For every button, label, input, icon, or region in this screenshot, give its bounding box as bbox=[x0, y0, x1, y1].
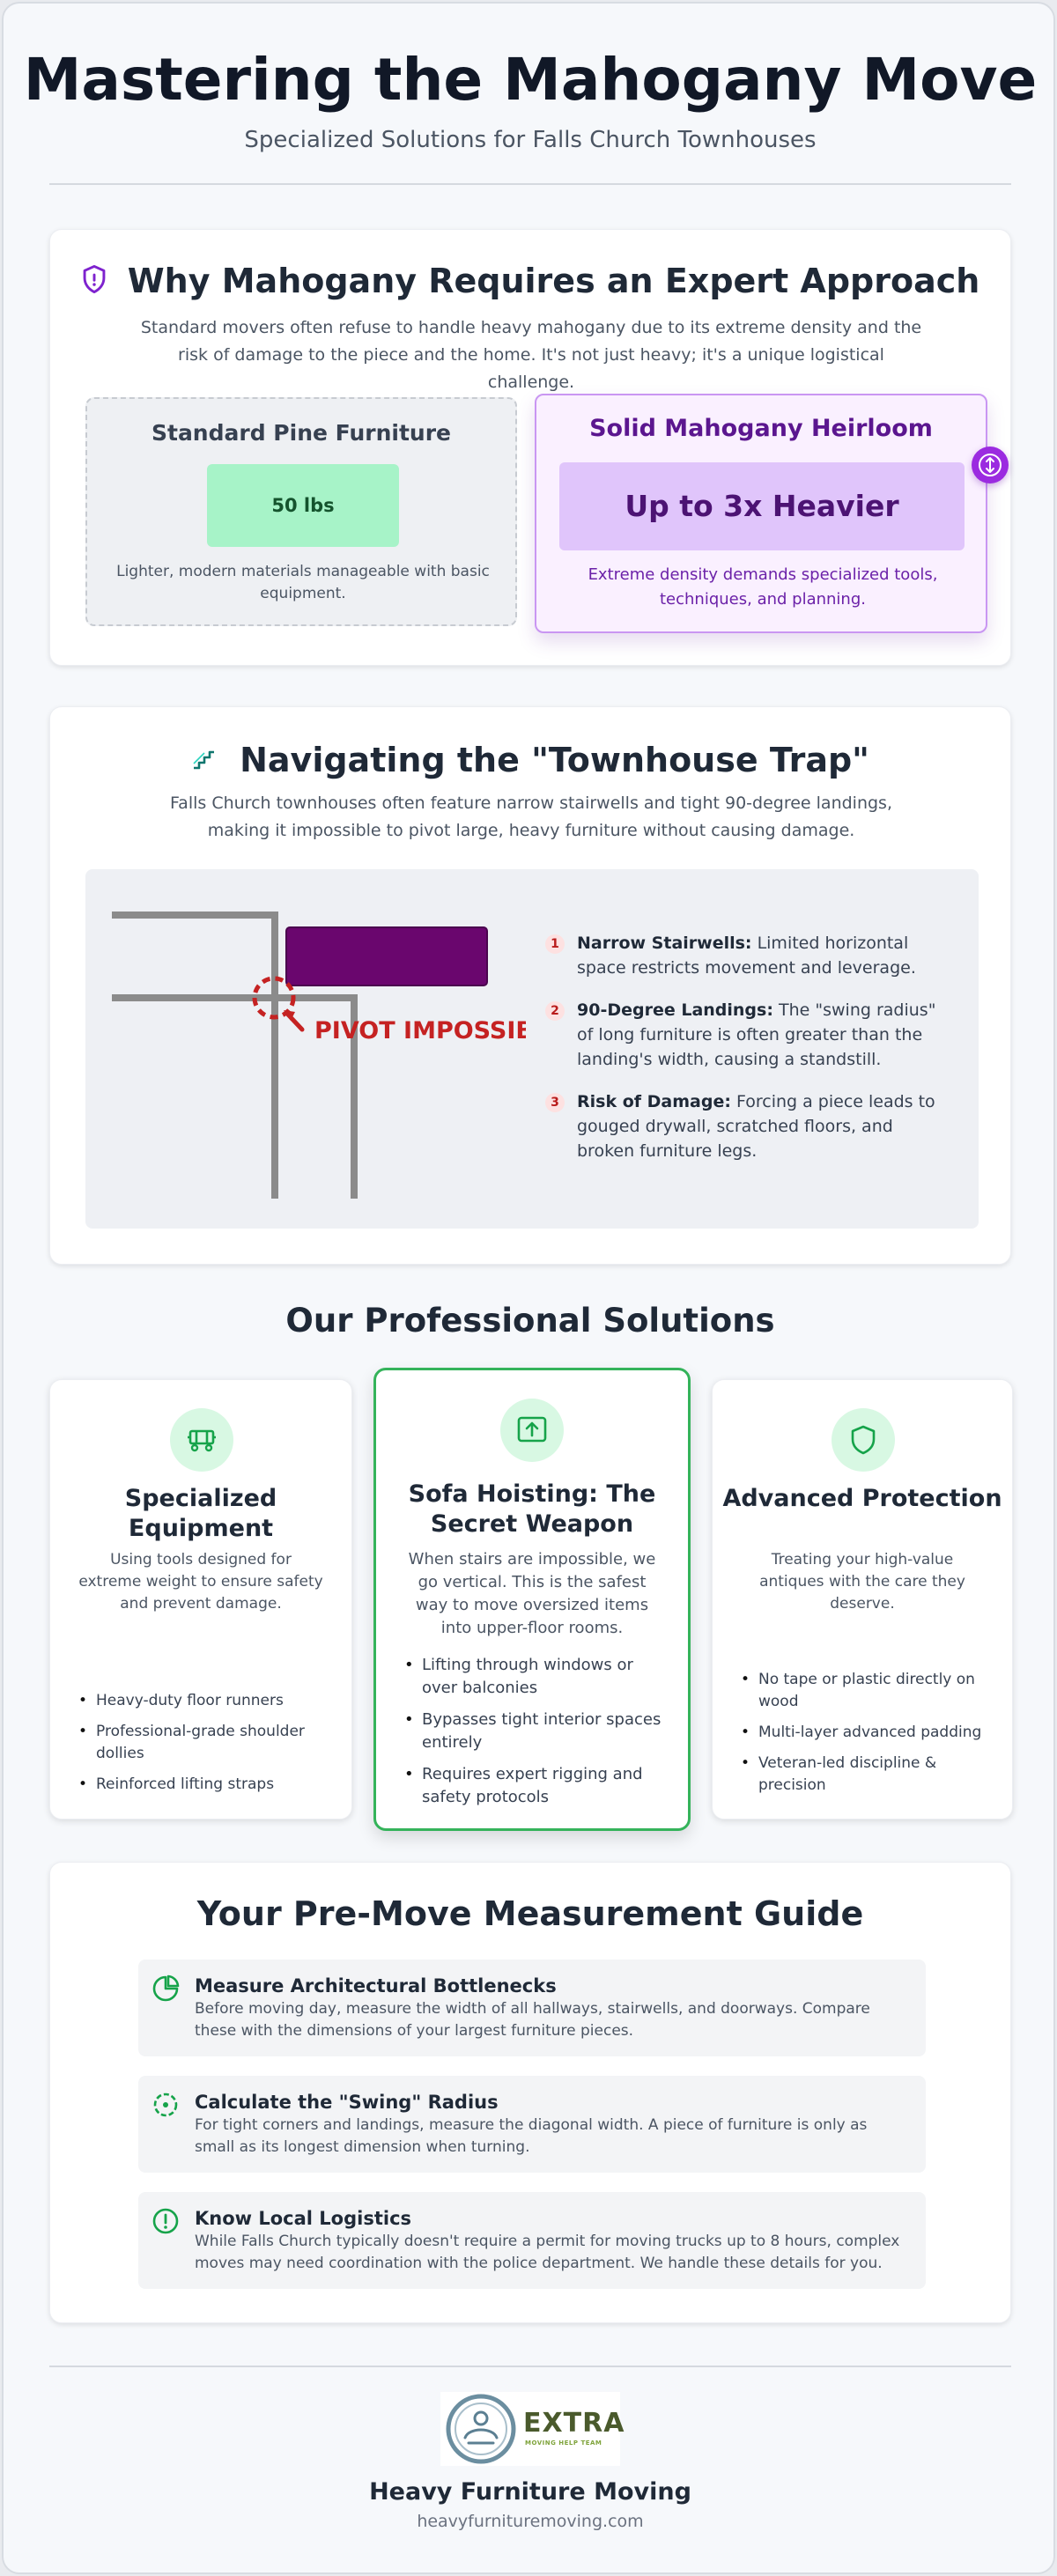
risk-title: Narrow Stairwells: bbox=[577, 934, 752, 953]
stairs-icon bbox=[191, 746, 216, 774]
solution-card-hoisting: Sofa Hoisting: The Secret Weapon When st… bbox=[373, 1368, 691, 1831]
guide-item: Calculate the "Swing" Radius For tight c… bbox=[138, 2076, 926, 2173]
logo-wordmark: EXTRA bbox=[523, 2408, 625, 2439]
mahogany-title: Solid Mahogany Heirloom bbox=[589, 415, 933, 442]
risk-item: 3 Risk of Damage: Forcing a piece leads … bbox=[545, 1089, 950, 1163]
solutions-title: Our Professional Solutions bbox=[285, 1302, 775, 1340]
solution-description: When stairs are impossible, we go vertic… bbox=[408, 1550, 656, 1637]
page-subtitle: Specialized Solutions for Falls Church T… bbox=[244, 127, 817, 153]
company-website-link[interactable]: heavyfurnituremoving.com bbox=[417, 2512, 644, 2531]
mahogany-note: Extreme density demands specialized tool… bbox=[588, 565, 938, 609]
shield-icon bbox=[832, 1408, 895, 1472]
trap-description: Falls Church townhouses often feature na… bbox=[170, 793, 892, 840]
solution-card-protection: Advanced Protection Treating your high-v… bbox=[712, 1379, 1013, 1819]
townhouse-trap-card: Navigating the "Townhouse Trap" Falls Ch… bbox=[49, 706, 1011, 1265]
solution-feature-list: No tape or plastic directly on wood Mult… bbox=[739, 1669, 991, 1805]
page-title: Mastering the Mahogany Move bbox=[23, 46, 1038, 114]
shield-icon bbox=[81, 264, 107, 298]
risk-item: 2 90-Degree Landings: The "swing radius"… bbox=[545, 998, 950, 1072]
alert-circle-icon bbox=[152, 2208, 179, 2234]
guide-item: Know Local Logistics While Falls Church … bbox=[138, 2192, 926, 2289]
risk-text: Limited horizontal space restricts movem… bbox=[577, 934, 916, 978]
risk-list: 1 Narrow Stairwells: Limited horizontal … bbox=[545, 931, 950, 1181]
swing-radius-icon bbox=[153, 2093, 178, 2117]
risk-title: Risk of Damage: bbox=[577, 1092, 731, 1111]
mover-badge-icon bbox=[446, 2394, 516, 2464]
furniture-block bbox=[285, 926, 488, 986]
hoist-arrow-icon bbox=[500, 1399, 564, 1462]
guide-item-text: For tight corners and landings, measure … bbox=[195, 2116, 868, 2156]
trap-section-title: Navigating the "Townhouse Trap" bbox=[240, 741, 869, 779]
why-mahogany-card: Why Mahogany Requires an Expert Approach… bbox=[49, 229, 1011, 666]
guide-item-text: While Falls Church typically doesn't req… bbox=[195, 2233, 900, 2272]
header-divider bbox=[49, 183, 1011, 185]
list-item: Reinforced lifting straps bbox=[77, 1774, 330, 1796]
guide-item: Measure Architectural Bottlenecks Before… bbox=[138, 1960, 926, 2056]
list-item: Multi-layer advanced padding bbox=[739, 1722, 991, 1744]
pivot-target-icon bbox=[252, 976, 296, 1020]
pine-note: Lighter, modern materials manageable wit… bbox=[116, 563, 490, 602]
company-name: Heavy Furniture Moving bbox=[369, 2478, 691, 2506]
solution-description: Treating your high-value antiques with t… bbox=[759, 1551, 965, 1613]
pine-comparison-box: Standard Pine Furniture 50 lbs Lighter, … bbox=[85, 397, 517, 626]
mahogany-comparison-box: Solid Mahogany Heirloom Up to 3x Heavier… bbox=[535, 394, 1009, 633]
solution-description: Using tools designed for extreme weight … bbox=[78, 1551, 323, 1613]
footer-divider bbox=[49, 2366, 1011, 2367]
mahogany-weight-bar: Up to 3x Heavier bbox=[559, 462, 965, 550]
risk-text: Forcing a piece leads to gouged drywall,… bbox=[577, 1092, 935, 1161]
list-item: Professional-grade shoulder dollies bbox=[77, 1721, 330, 1765]
pine-weight-bar: 50 lbs bbox=[207, 464, 399, 547]
risk-item: 1 Narrow Stairwells: Limited horizontal … bbox=[545, 931, 950, 980]
stairwell-diagram bbox=[112, 912, 488, 1199]
list-item: Heavy-duty floor runners bbox=[77, 1690, 330, 1712]
guide-title: Your Pre-Move Measurement Guide bbox=[196, 1894, 864, 1933]
risk-text: The "swing radius" of long furniture is … bbox=[577, 1000, 936, 1069]
logo-tagline: MOVING HELP TEAM bbox=[525, 2439, 602, 2447]
guide-item-title: Know Local Logistics bbox=[195, 2208, 412, 2229]
pivot-impossible-label: PIVOT IMPOSSIBLE bbox=[314, 1017, 526, 1044]
risk-number: 3 bbox=[545, 1093, 565, 1112]
risk-number: 1 bbox=[545, 934, 565, 954]
guide-item-title: Measure Architectural Bottlenecks bbox=[195, 1975, 557, 1997]
list-item: No tape or plastic directly on wood bbox=[739, 1669, 991, 1713]
pine-title: Standard Pine Furniture bbox=[151, 420, 452, 446]
risk-number: 2 bbox=[545, 1001, 565, 1021]
solution-title: Advanced Protection bbox=[722, 1485, 1002, 1512]
measurement-guide-card: Your Pre-Move Measurement Guide Measure … bbox=[49, 1862, 1011, 2323]
guide-item-text: Before moving day, measure the width of … bbox=[195, 2000, 870, 2040]
dolly-icon bbox=[170, 1408, 233, 1472]
pivot-diagram-panel: PIVOT IMPOSSIBLE 1 Narrow Stairwells: Li… bbox=[85, 869, 979, 1229]
list-item: Bypasses tight interior spaces entirely bbox=[403, 1709, 667, 1754]
list-item: Requires expert rigging and safety proto… bbox=[403, 1763, 667, 1809]
why-description: Standard movers often refuse to handle h… bbox=[140, 318, 922, 392]
list-item: Veteran-led discipline & precision bbox=[739, 1753, 991, 1797]
vertical-arrows-icon bbox=[972, 447, 1009, 483]
pie-chart-icon bbox=[152, 1974, 180, 2002]
solution-feature-list: Lifting through windows or over balconie… bbox=[403, 1654, 667, 1818]
solution-feature-list: Heavy-duty floor runners Professional-gr… bbox=[77, 1690, 330, 1805]
why-section-title: Why Mahogany Requires an Expert Approach bbox=[127, 262, 980, 300]
list-item: Lifting through windows or over balconie… bbox=[403, 1654, 667, 1700]
company-logo[interactable]: EXTRA MOVING HELP TEAM bbox=[440, 2392, 624, 2466]
solution-title: Sofa Hoisting: The Secret Weapon bbox=[408, 1480, 656, 1538]
solution-card-equipment: Specialized Equipment Using tools design… bbox=[49, 1379, 352, 1819]
solution-title: Specialized Equipment bbox=[124, 1485, 277, 1542]
risk-title: 90-Degree Landings: bbox=[577, 1000, 773, 1020]
guide-item-title: Calculate the "Swing" Radius bbox=[195, 2092, 499, 2113]
